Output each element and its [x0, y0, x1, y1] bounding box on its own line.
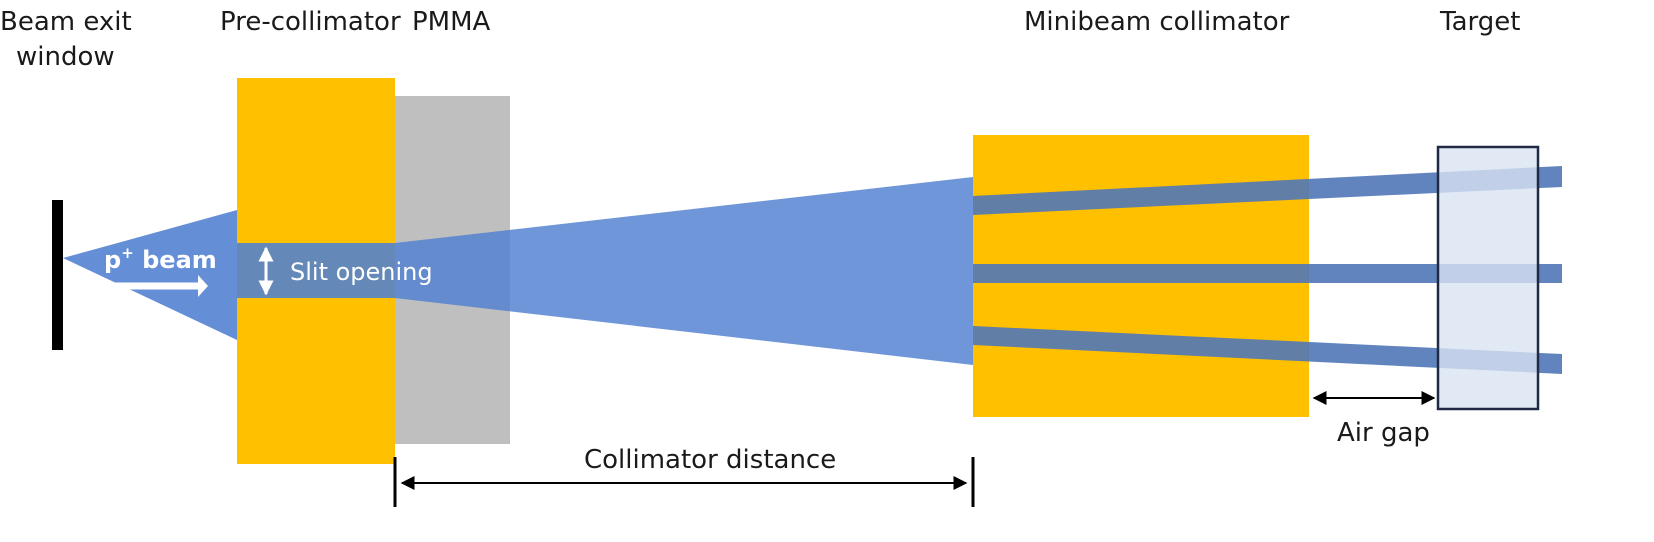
target-block — [1436, 145, 1540, 411]
minibeam-bottom — [973, 326, 1562, 374]
diverging-beam-cone — [395, 177, 973, 365]
slit-opening-label: Slit opening — [290, 258, 433, 286]
beam-label-p: p — [104, 246, 121, 274]
beam-exit-label-line1: Beam exit — [0, 7, 132, 37]
incident-beam-cone — [63, 210, 237, 340]
collimator-distance-label: Collimator distance — [584, 445, 836, 475]
beam-label-suffix: beam — [134, 246, 217, 274]
beam-exit-window — [52, 200, 63, 350]
beam-direction-arrowhead — [198, 275, 208, 297]
minibeam-collimator-label: Minibeam collimator — [1024, 7, 1290, 37]
target-label: Target — [1439, 7, 1520, 37]
minibeam-top — [973, 166, 1562, 215]
pmma-label: PMMA — [412, 7, 491, 37]
beam-label: p+ beam — [104, 244, 217, 274]
pre-collimator-label: Pre-collimator — [220, 7, 401, 37]
beam-label-plus: + — [121, 244, 134, 262]
minibeam-middle — [973, 264, 1562, 283]
beam-exit-label-line2: window — [16, 42, 115, 72]
air-gap-label: Air gap — [1337, 418, 1430, 448]
